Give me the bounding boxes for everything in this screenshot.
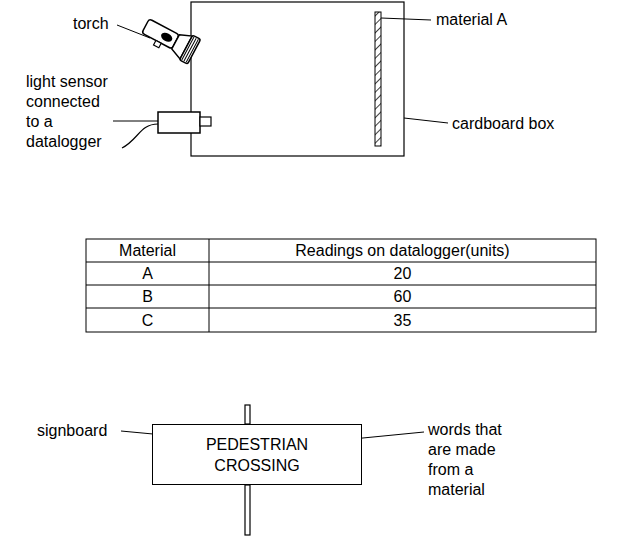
table-cell-box: 20 <box>209 262 596 285</box>
material-strip <box>375 12 381 146</box>
leader-line <box>121 431 153 434</box>
table-cell: 60 <box>394 287 412 306</box>
cardboard-box <box>191 2 404 156</box>
leader-line <box>381 18 431 20</box>
part-label: light sensor connected to a datalogger <box>26 72 108 152</box>
sign-post <box>245 485 250 535</box>
torch-symbol <box>139 14 201 65</box>
sensor-tip <box>200 117 211 126</box>
sign-post <box>245 405 250 424</box>
table-cell-box: C <box>86 308 209 332</box>
table-cell: 35 <box>394 311 412 330</box>
leader-line <box>117 25 150 38</box>
part-label: material A <box>436 10 556 29</box>
table-cell: 20 <box>394 264 412 283</box>
table-grid <box>86 239 596 332</box>
table-cell-box: A <box>86 262 209 285</box>
part-label: signboard <box>37 421 122 440</box>
table-cell-box: 60 <box>209 285 596 308</box>
leader-line <box>113 121 158 122</box>
sign-words: PEDESTRIAN CROSSING <box>192 434 322 476</box>
light-sensor <box>158 112 200 133</box>
signboard-box: PEDESTRIAN CROSSING <box>152 424 362 485</box>
table-cell: B <box>142 287 153 306</box>
leader-line <box>404 118 448 123</box>
table-header: Readings on datalogger(units) <box>295 241 509 260</box>
sensor-cable <box>122 124 158 148</box>
table-cell-box: Readings on datalogger(units) <box>209 239 596 262</box>
table-cell-box: 35 <box>209 308 596 332</box>
table-cell-box: B <box>86 285 209 308</box>
part-label: words that are made from a material <box>428 420 518 500</box>
part-label: torch <box>73 14 123 33</box>
table-cell: A <box>142 264 153 283</box>
table-cell: C <box>142 311 154 330</box>
table-cell-box: Material <box>86 239 209 262</box>
table-header: Material <box>119 241 176 260</box>
part-label: cardboard box <box>452 114 592 133</box>
